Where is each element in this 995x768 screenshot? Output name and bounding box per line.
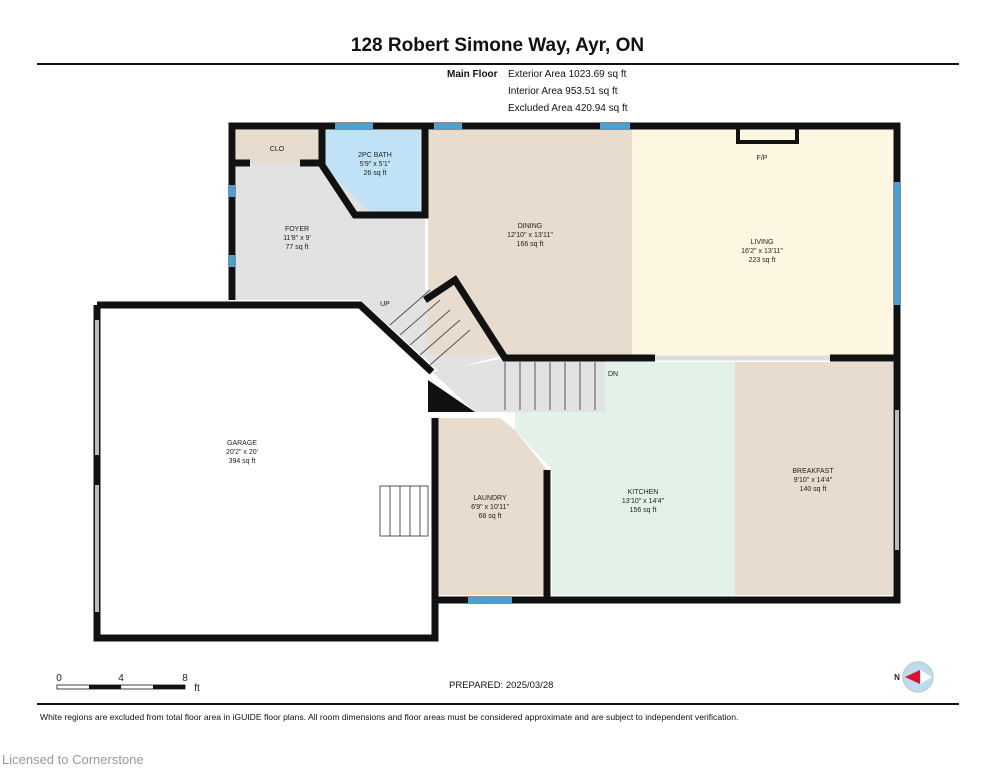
- page-title: 128 Robert Simone Way, Ayr, ON: [350, 35, 645, 56]
- laundry-dims: 6'9" x 10'11": [471, 504, 509, 511]
- fireplace-label: F/P: [757, 155, 768, 162]
- kitchen-room: [515, 362, 735, 595]
- dining-dims: 12'10" x 13'11": [507, 232, 553, 239]
- stairs: [432, 358, 605, 412]
- kitchen-dims: 13'10" x 14'4": [622, 498, 665, 505]
- kitchen-label: KITCHEN: [628, 489, 659, 496]
- breakfast-room: [735, 362, 893, 595]
- kitchen-area: 156 sq ft: [630, 507, 657, 514]
- bath-label: 2PC BATH: [358, 152, 392, 159]
- living-room: [632, 130, 893, 355]
- scale-bar: [56, 684, 186, 690]
- laundry-label: LAUNDRY: [473, 495, 507, 502]
- wall-corner: [428, 380, 475, 412]
- foyer-label: FOYER: [285, 226, 309, 233]
- garage-area: 394 sq ft: [229, 458, 256, 465]
- windows: [229, 123, 900, 603]
- stairs-down-label: DN: [608, 371, 618, 378]
- laundry-area: 68 sq ft: [479, 513, 502, 520]
- disclaimer: White regions are excluded from total fl…: [40, 712, 739, 722]
- garage-label: GARAGE: [227, 440, 257, 447]
- scale-tick-4: 4: [118, 673, 124, 684]
- garage-dims: 20'2" x 20': [226, 449, 258, 456]
- foyer-dims: 11'8" x 9': [283, 235, 311, 242]
- bath-area: 26 sq ft: [364, 170, 387, 177]
- garage-door: [95, 320, 899, 612]
- stairs-up-label: UP: [380, 301, 390, 308]
- laundry-room: [435, 418, 547, 595]
- compass-north-label: N: [894, 673, 900, 682]
- dining-room: [428, 130, 632, 355]
- bath-dims: 5'9" x 5'1": [360, 161, 391, 168]
- footer-divider: [37, 703, 959, 705]
- closet-room: [236, 130, 320, 163]
- breakfast-dims: 9'10" x 14'4": [794, 477, 833, 484]
- excluded-area: Excluded Area 420.94 sq ft: [508, 103, 628, 114]
- breakfast-label: BREAKFAST: [792, 468, 834, 475]
- exterior-area: Exterior Area 1023.69 sq ft: [508, 69, 627, 80]
- license-watermark: Licensed to Cornerstone: [2, 752, 144, 767]
- floor-label: Main Floor: [447, 69, 498, 80]
- compass-icon: [902, 661, 934, 693]
- prepared-date: PREPARED: 2025/03/28: [449, 680, 554, 691]
- dining-area: 166 sq ft: [517, 241, 544, 248]
- closet-label: CLO: [270, 146, 285, 153]
- scale-tick-0: 0: [56, 673, 62, 684]
- foyer-area: 77 sq ft: [286, 244, 309, 251]
- walls: [93, 122, 901, 642]
- garage-room: [97, 305, 432, 634]
- interior-area: Interior Area 953.51 sq ft: [508, 86, 618, 97]
- dining-label: DINING: [518, 223, 543, 230]
- stair-treads: [379, 289, 596, 537]
- breakfast-area: 140 sq ft: [800, 486, 827, 493]
- living-label: LIVING: [751, 239, 774, 246]
- scale-unit: ft: [194, 683, 200, 694]
- scale-tick-8: 8: [182, 673, 188, 684]
- living-area: 223 sq ft: [749, 257, 776, 264]
- header-divider: [37, 63, 959, 65]
- bath-room: [325, 130, 420, 213]
- living-dims: 16'2" x 13'11": [741, 248, 783, 255]
